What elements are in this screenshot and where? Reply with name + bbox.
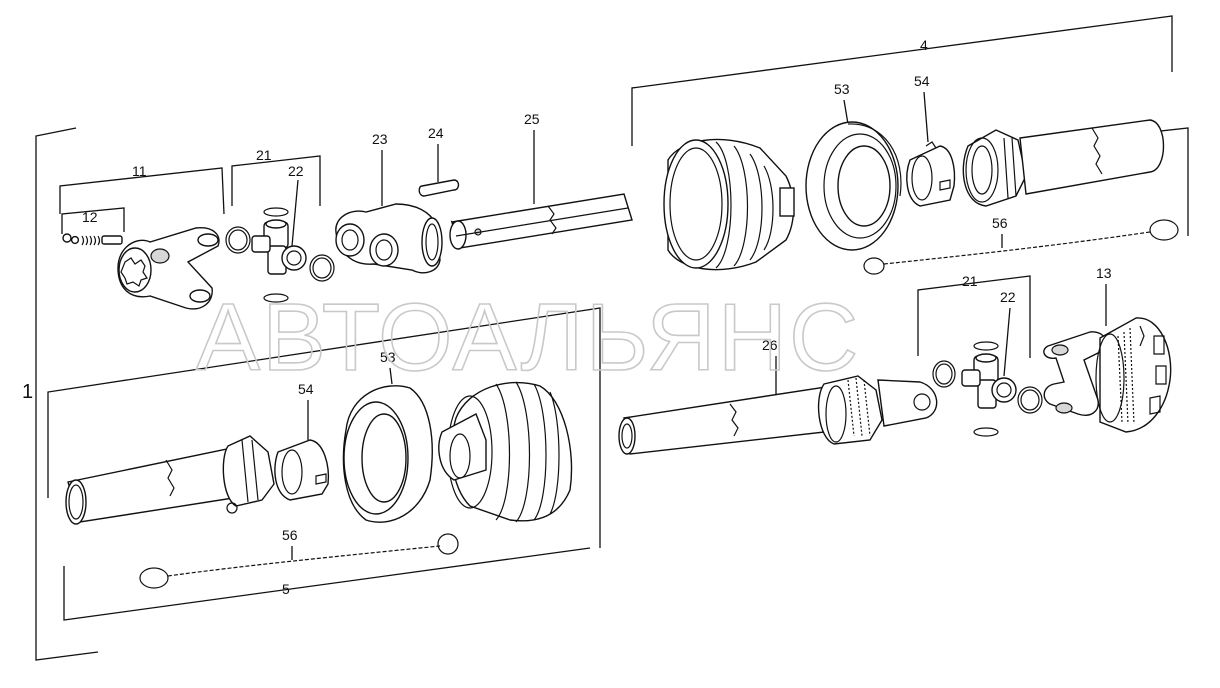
outer-tube-with-bearing-upper <box>962 119 1165 207</box>
callout-21-lower: 21 <box>962 273 978 289</box>
bearing-ring-53-upper <box>805 121 902 251</box>
splined-yoke-11 <box>117 227 220 310</box>
leader-53-upper <box>843 99 849 125</box>
callout-25: 25 <box>524 111 540 127</box>
clutch-yoke-13 <box>1043 317 1172 433</box>
callout-26: 26 <box>762 337 778 353</box>
callout-12: 12 <box>82 209 98 225</box>
outer-profile-tube-26 <box>618 375 938 455</box>
inner-profile-tube-25 <box>449 193 633 251</box>
callout-22-lower: 22 <box>1000 289 1016 305</box>
label-assembly-4: 4 <box>920 37 928 53</box>
callout-54-lower: 54 <box>298 381 314 397</box>
outer-tube-with-bearing-lower <box>65 435 275 525</box>
lock-ring-54-lower <box>274 439 330 501</box>
leader-22-lower <box>1003 307 1011 377</box>
watermark-text: АВТОАЛЬЯНС <box>196 284 860 391</box>
snap-rings-21-upper <box>225 207 335 303</box>
cross-spider-22-upper <box>251 219 307 275</box>
label-assembly-5: 5 <box>282 581 290 597</box>
guard-cone-upper <box>663 138 795 271</box>
snap-rings-21-lower <box>932 341 1043 437</box>
lock-ring-54-upper <box>906 141 956 207</box>
callout-13: 13 <box>1096 265 1112 281</box>
cross-spider-22-lower <box>961 353 1017 409</box>
guard-cone-lower <box>438 381 573 523</box>
leader-53-lower <box>389 367 393 385</box>
leader-54-upper <box>923 91 929 143</box>
assembly-1-bracket <box>35 127 99 661</box>
callout-53-lower: 53 <box>380 349 396 365</box>
inner-yoke-23 <box>335 203 443 274</box>
callout-54-upper: 54 <box>914 73 930 89</box>
callout-22-upper: 22 <box>288 163 304 179</box>
callout-53-upper: 53 <box>834 81 850 97</box>
callout-24: 24 <box>428 125 444 141</box>
callout-11: 11 <box>132 163 147 179</box>
roll-pin-24 <box>418 179 460 197</box>
bracket-21-lower <box>917 275 1031 358</box>
leader-22-upper <box>291 179 299 247</box>
bracket-11 <box>59 167 225 215</box>
callout-23: 23 <box>372 131 388 147</box>
bracket-21-upper <box>231 155 321 206</box>
callout-21-upper: 21 <box>256 147 272 163</box>
assembly-5-bracket <box>47 307 601 621</box>
label-assembly-1: 1 <box>22 381 33 403</box>
bearing-ring-53-lower <box>342 385 433 523</box>
chain-56-upper <box>863 219 1179 275</box>
bracket-12 <box>61 207 125 234</box>
callout-56-upper: 56 <box>992 215 1008 231</box>
grease-fitting-parts-12 <box>62 233 123 246</box>
callout-56-lower: 56 <box>282 527 298 543</box>
chain-56-lower <box>139 533 459 589</box>
